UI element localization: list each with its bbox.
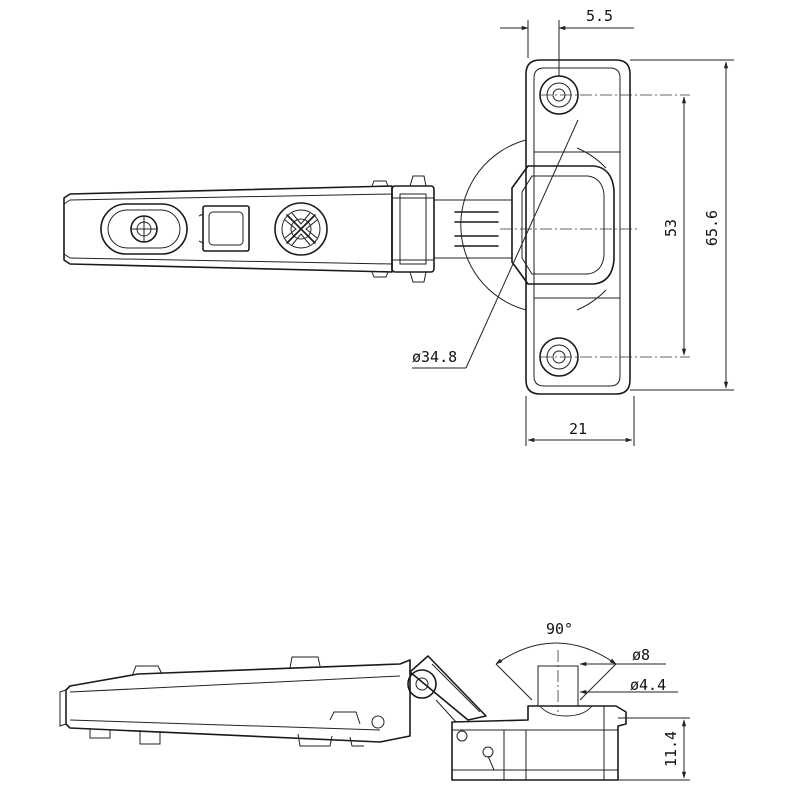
hinge-knuckle	[391, 175, 512, 283]
label-dowel-diameter: ø8	[632, 646, 650, 664]
dim-cup-depth	[618, 717, 690, 781]
hinge-arm	[63, 180, 393, 278]
side-arm	[59, 656, 411, 747]
mounting-plate	[511, 59, 631, 395]
side-knuckle	[407, 655, 487, 723]
dim-plate-depth	[525, 396, 635, 446]
square-window	[198, 205, 250, 252]
label-plate-height: 65.6	[703, 210, 721, 246]
top-view: 5.5 53 65.6 ø34.8 21	[63, 7, 734, 446]
label-open-angle: 90°	[546, 620, 573, 638]
cam-adjuster	[100, 203, 188, 255]
dim-open-angle	[495, 642, 617, 701]
adjustment-screw	[274, 202, 328, 256]
label-cup-diameter: ø34.8	[412, 348, 457, 366]
hinge-cup	[460, 139, 607, 311]
dim-cup-offset	[500, 20, 634, 76]
label-cup-offset: 5.5	[586, 7, 613, 25]
label-screw-spacing: 53	[662, 219, 680, 237]
dim-plate-height	[630, 59, 734, 391]
label-screw-diameter: ø4.4	[630, 676, 666, 694]
side-dowel	[537, 650, 579, 712]
side-view: 90° ø8 ø4.4 11.4	[59, 620, 690, 781]
label-cup-depth: 11.4	[662, 731, 680, 767]
label-plate-depth: 21	[569, 420, 587, 438]
